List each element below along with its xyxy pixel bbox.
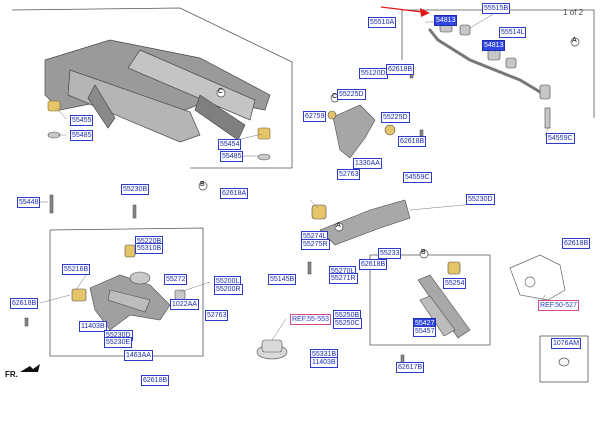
stabilizer-panel-frame (402, 9, 595, 118)
part-54559c-mid[interactable]: 54559C (403, 172, 432, 183)
reference-50-527[interactable]: REF.50-527 (538, 300, 579, 311)
part-55271r[interactable]: 55271R (329, 273, 358, 284)
part-55250c[interactable]: 55250C (333, 318, 362, 329)
part-55230d-trailing[interactable]: 55230D (466, 194, 495, 205)
circle-label-a-trailing: A (336, 222, 341, 229)
circle-label-c-upper-arm: C (332, 93, 338, 100)
circle-label-a: A (572, 37, 577, 44)
lower-arm-panel-frame (49, 227, 204, 357)
cap-ring (558, 357, 570, 367)
part-62617b[interactable]: 62617B (396, 362, 425, 373)
rear-subframe-illustration (44, 39, 271, 143)
red-pointer-arrow (380, 6, 430, 17)
reference-55-553[interactable]: REF.55-553 (290, 314, 331, 325)
part-1076am[interactable]: 1076AM (551, 338, 582, 349)
part-55200r[interactable]: 55200R (214, 284, 243, 295)
circle-label-b-link: B (421, 249, 426, 256)
part-55457[interactable]: 55457 (413, 326, 437, 337)
part-55515b[interactable]: 55515B (482, 3, 511, 14)
page-indicator: 1 of 2 (563, 8, 584, 17)
front-direction-arrow (20, 364, 40, 372)
lower-control-arm-illustration (71, 244, 186, 331)
part-55448[interactable]: 55448 (17, 197, 41, 208)
part-52763-lower[interactable]: 52763 (205, 310, 229, 321)
part-54559c-stabilizer[interactable]: 54559C (546, 133, 575, 144)
cap-detail-frame (539, 335, 589, 383)
part-54813-upper[interactable]: 54813 (434, 15, 458, 26)
part-55485-right[interactable]: 55485 (220, 151, 244, 162)
part-55272[interactable]: 55272 (164, 274, 188, 285)
part-55485-left[interactable]: 55485 (70, 130, 94, 141)
part-11403b-left[interactable]: 11403B (79, 321, 107, 332)
part-62759[interactable]: 62759 (303, 111, 327, 122)
circle-label-c: C (218, 88, 224, 95)
part-55310b[interactable]: 55310B (135, 243, 164, 254)
trailing-arm-panel-frame (369, 254, 491, 346)
part-55455[interactable]: 55455 (70, 115, 94, 126)
part-55233[interactable]: 55233 (378, 248, 402, 259)
part-62618b-low[interactable]: 62618B (141, 375, 170, 386)
part-55514l[interactable]: 55514L (499, 27, 527, 38)
spring-seat-illustration (256, 339, 288, 360)
part-62618b-mid[interactable]: 62618B (359, 259, 388, 270)
part-55216b[interactable]: 55216B (62, 264, 91, 275)
part-52763-upper[interactable]: 52763 (337, 169, 361, 180)
knuckle-outline (509, 254, 566, 301)
part-62618b-left[interactable]: 62618B (10, 298, 39, 309)
part-1022aa[interactable]: 1022AA (170, 299, 199, 310)
part-54813-lower[interactable]: 54813 (482, 40, 506, 51)
subframe-panel-frame (11, 7, 293, 169)
part-55275r[interactable]: 55275R (301, 239, 330, 250)
part-55254[interactable]: 55254 (443, 278, 467, 289)
circle-label-b: B (200, 181, 205, 188)
part-11403b-right[interactable]: 11403B (310, 357, 338, 368)
part-62618b-upper-2[interactable]: 62618B (398, 136, 427, 147)
part-62618b-upper-1[interactable]: 62618B (386, 64, 415, 75)
part-55510a[interactable]: 55510A (368, 17, 397, 28)
part-55225d[interactable]: 55225D (337, 89, 366, 100)
part-62618a[interactable]: 62618A (220, 188, 249, 199)
part-1463aa[interactable]: 1463AA (124, 350, 153, 361)
stabilizer-bar-illustration (428, 28, 547, 97)
part-55230e[interactable]: 55230E (104, 337, 133, 348)
front-direction-label: FR. (5, 370, 18, 379)
part-62618b-right[interactable]: 62618B (562, 238, 591, 249)
part-55454[interactable]: 55454 (218, 139, 242, 150)
part-55145b[interactable]: 55145B (268, 274, 297, 285)
part-55230b-top[interactable]: 55230B (121, 184, 150, 195)
part-1330aa[interactable]: 1330AA (353, 158, 382, 169)
trailing-arm-illustration (311, 199, 471, 339)
part-55225d-b[interactable]: 55225D (381, 112, 410, 123)
stabilizer-bushings (439, 17, 551, 129)
part-55120d[interactable]: 55120D (359, 68, 388, 79)
